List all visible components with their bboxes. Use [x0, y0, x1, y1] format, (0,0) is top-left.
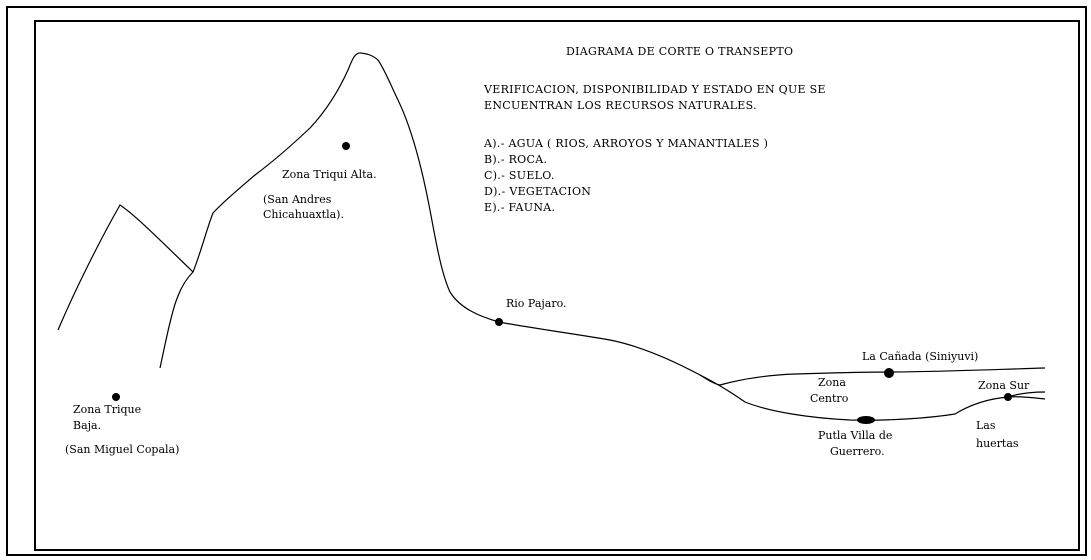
- zona-sur-label: Zona Sur: [978, 379, 1030, 392]
- putla-label: Putla Villa de: [818, 429, 893, 442]
- resource-item-vegetacion: D).- VEGETACION: [484, 185, 592, 198]
- rio-pajaro-label: Rio Pajaro.: [506, 297, 567, 310]
- la-canada-marker: [884, 368, 894, 378]
- putla-sublabel: Guerrero.: [830, 445, 885, 458]
- zona-trique-baja-label: Zona Trique: [73, 403, 142, 416]
- left-ridge-line: [57, 204, 194, 331]
- las-huertas-label: Las: [976, 419, 996, 432]
- zona-centro-label: Zona: [818, 376, 846, 389]
- zona-triqui-alta-sublabel-1: (San Andres: [263, 193, 332, 206]
- zona-trique-baja-sublabel-1: Baja.: [73, 419, 102, 432]
- zona-sur-marker: [1004, 393, 1012, 401]
- zona-triqui-alta-sublabel-2: Chicahuaxtla).: [263, 208, 344, 221]
- inner-border: [34, 20, 1080, 551]
- las-huertas-sublabel: huertas: [976, 437, 1019, 450]
- diagram-subtitle-line1: VERIFICACION, DISPONIBILIDAD Y ESTADO EN…: [484, 83, 826, 96]
- resource-item-agua: A).- AGUA ( RIOS, ARROYOS Y MANANTIALES …: [484, 137, 769, 150]
- la-canada-label: La Cañada (Siniyuvi): [862, 350, 979, 363]
- resource-item-roca: B).- ROCA.: [484, 153, 548, 166]
- diagram-subtitle-line2: ENCUENTRAN LOS RECURSOS NATURALES.: [484, 99, 757, 112]
- diagram-title: DIAGRAMA DE CORTE O TRANSEPTO: [566, 45, 794, 58]
- zona-triqui-alta-label: Zona Triqui Alta.: [282, 168, 377, 181]
- zona-triqui-alta-marker: [342, 142, 350, 150]
- rio-pajaro-marker: [495, 318, 503, 326]
- outer-border: [6, 6, 1087, 556]
- canada-valley-line: [719, 367, 1046, 386]
- putla-marker: [857, 416, 875, 424]
- main-mountain-profile: [159, 52, 721, 386]
- zona-centro-sublabel: Centro: [810, 392, 849, 405]
- zona-trique-baja-marker: [112, 393, 120, 401]
- resource-item-suelo: C).- SUELO.: [484, 169, 555, 182]
- zona-trique-baja-sublabel-2: (San Miguel Copala): [65, 443, 180, 456]
- resource-item-fauna: E).- FAUNA.: [484, 201, 556, 214]
